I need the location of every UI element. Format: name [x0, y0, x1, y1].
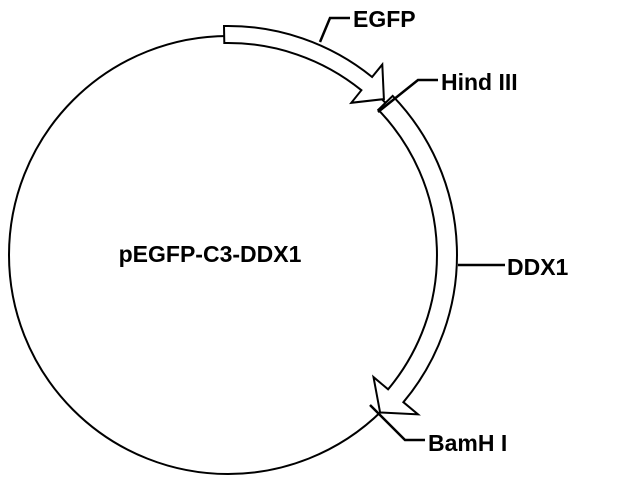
- hindiii-site-marker: [377, 78, 438, 113]
- bamhi-label: BamH I: [428, 430, 507, 456]
- egfp-leader-line: [318, 16, 350, 43]
- ddx1-gene-arrow: [372, 94, 458, 416]
- egfp-gene-arrow: [222, 24, 385, 105]
- ddx1-label: DDX1: [507, 254, 569, 280]
- hindiii-label: Hind III: [441, 69, 518, 95]
- bamhi-site-marker: [369, 404, 425, 442]
- plasmid-name: pEGFP-C3-DDX1: [119, 241, 302, 267]
- egfp-label: EGFP: [353, 6, 416, 32]
